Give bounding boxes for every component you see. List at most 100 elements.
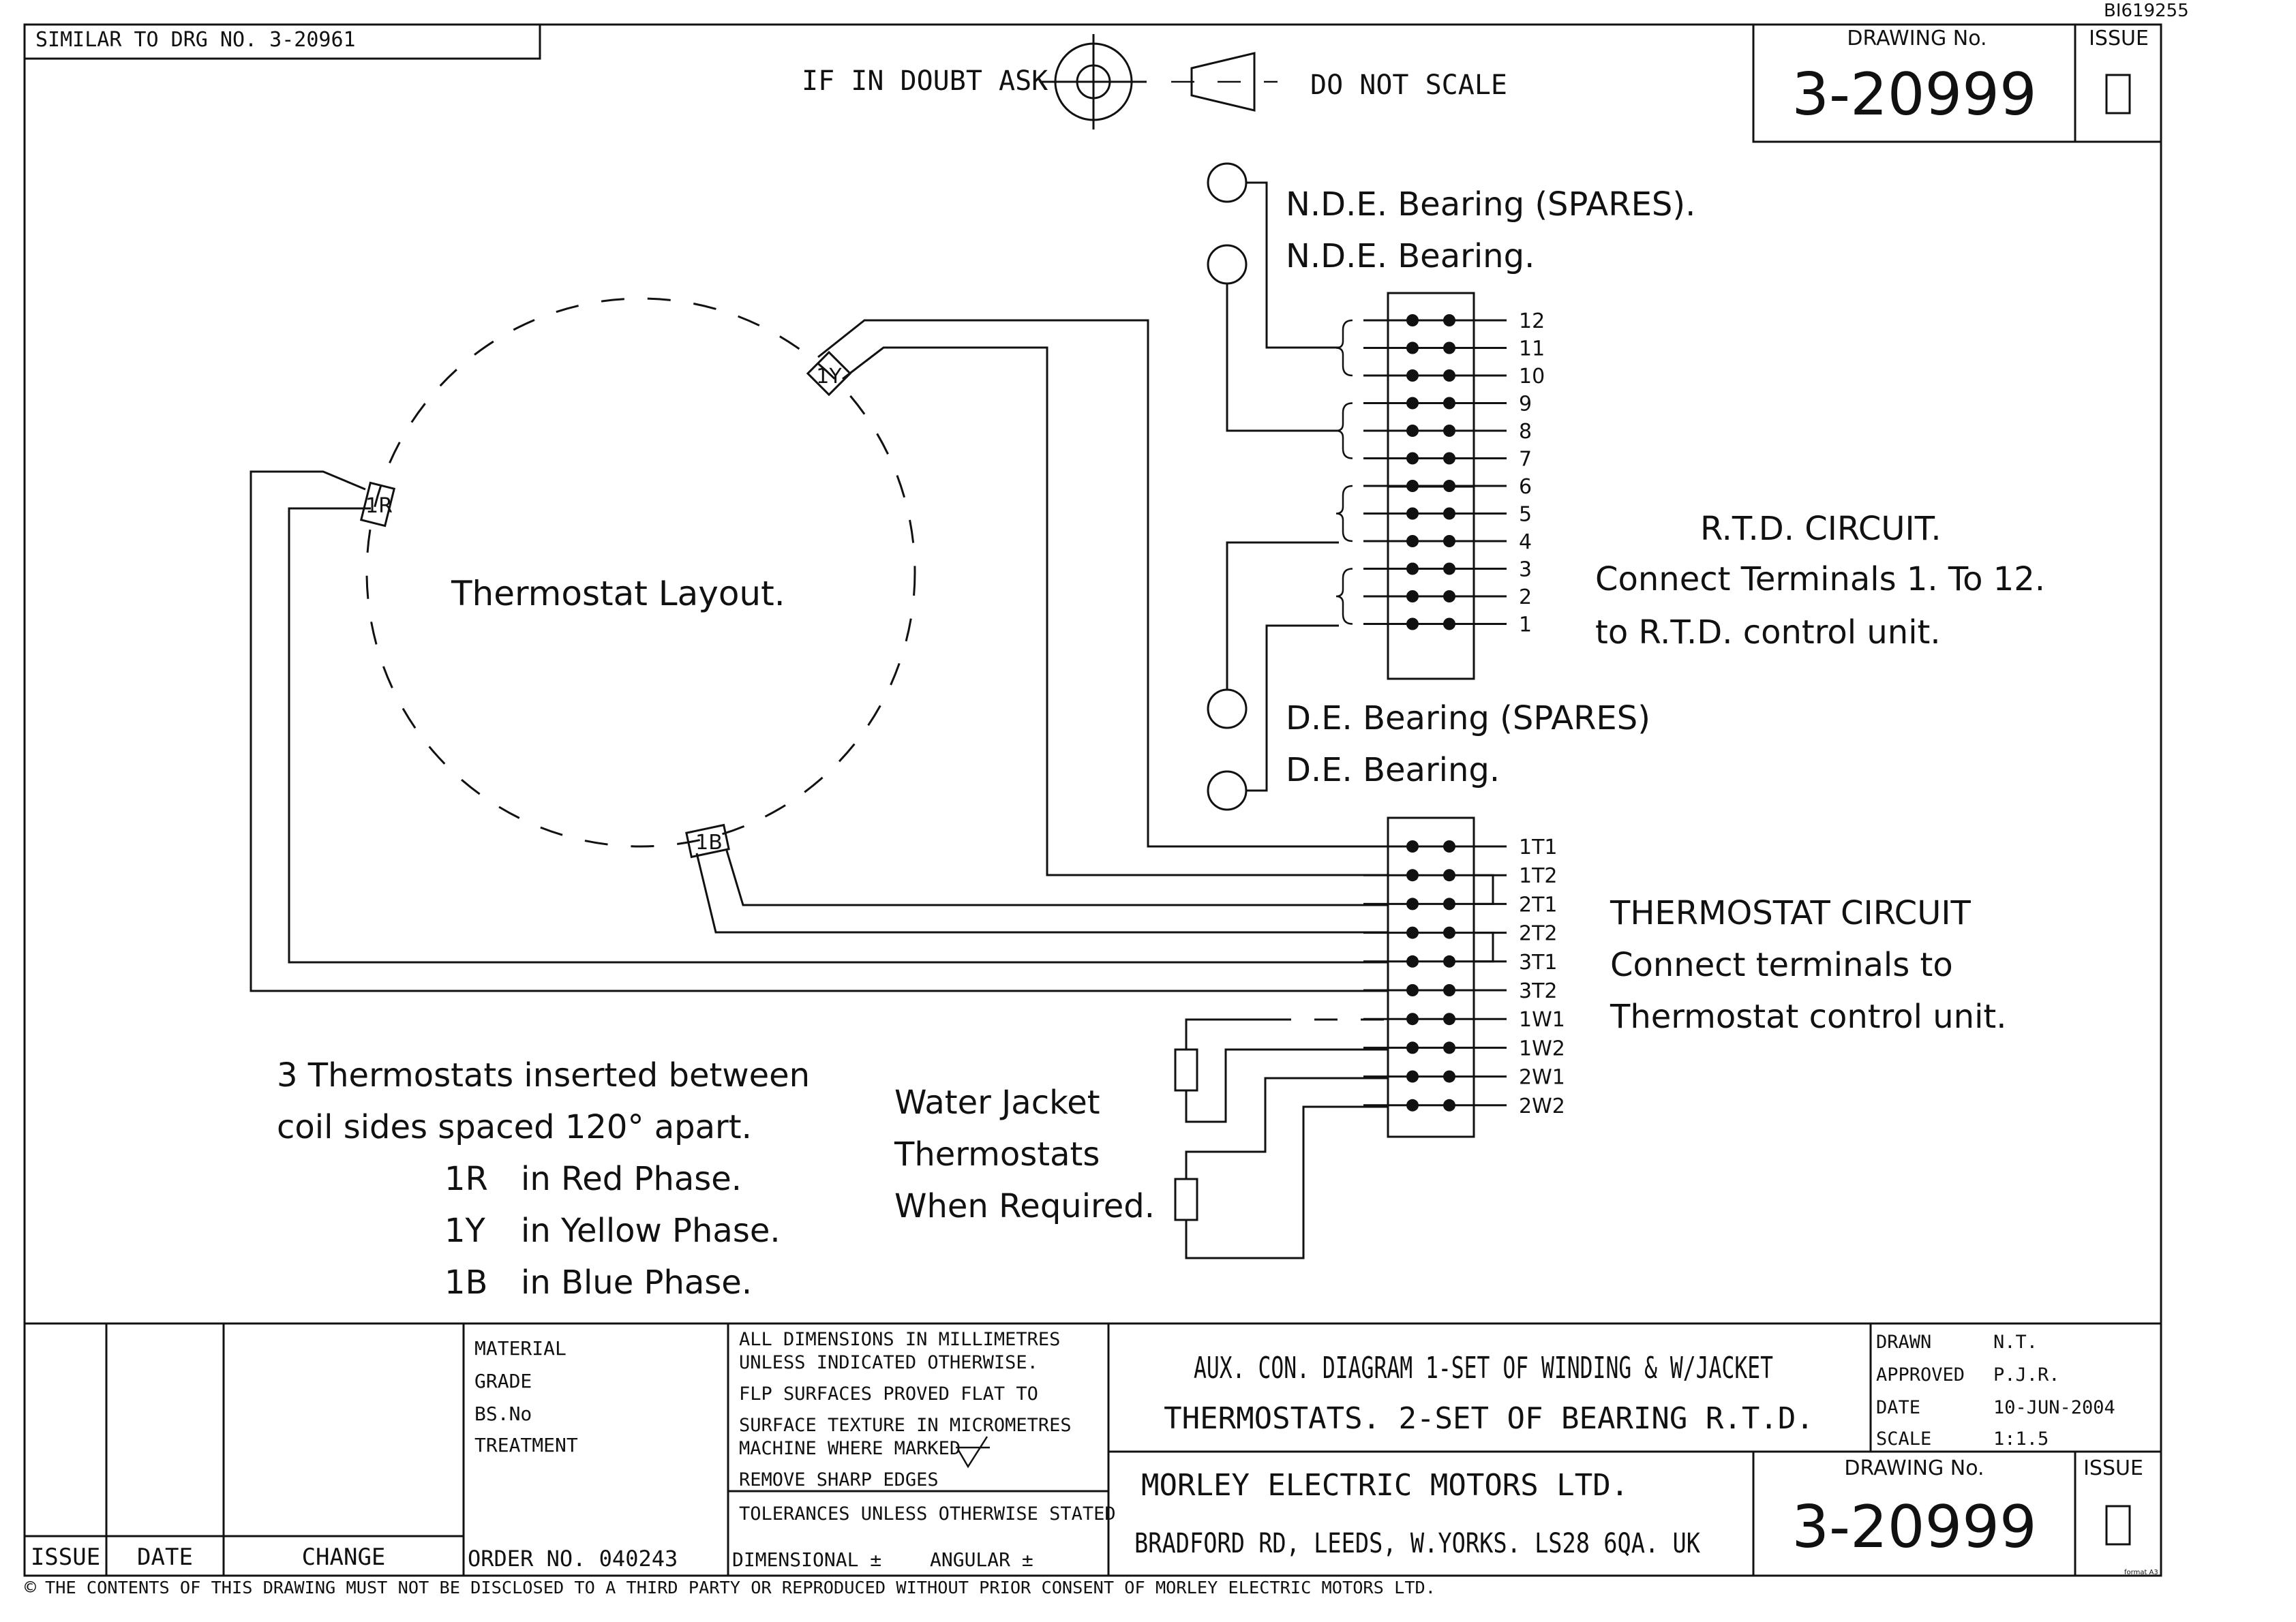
projection-target-icon [1040, 34, 1147, 129]
thermostat-terminal-row: 2T1 [1363, 893, 1558, 917]
rtd-terminal-label: 5 [1519, 503, 1532, 527]
drawn-label: DRAWN [1876, 1332, 1931, 1353]
terminal-dot [1406, 341, 1419, 354]
wj-line3: When Required. [894, 1187, 1155, 1225]
rtd-terminal-label: 3 [1519, 558, 1532, 582]
svg-text:1Y: 1Y [816, 365, 842, 388]
thermostat-layout-label: Thermostat Layout. [451, 574, 785, 613]
terminal-dot [1443, 341, 1455, 354]
thermostat-terminal-row: 3T2 [1363, 979, 1558, 1003]
rtd-terminal-label: 8 [1519, 420, 1532, 444]
title-block [25, 1322, 2161, 1576]
thermostat-tag-1r: 1R [359, 481, 396, 527]
thermostat-terminal-label: 3T1 [1519, 951, 1558, 975]
terminal-dot [1443, 617, 1455, 630]
rtd-terminal-row: 10 [1363, 365, 1545, 388]
company-name: MORLEY ELECTRIC MOTORS LTD. [1141, 1468, 1629, 1503]
nde-spares-sensor-icon [1207, 162, 1248, 203]
note-line2: coil sides spaced 120° apart. [277, 1108, 752, 1146]
wj-line2: Thermostats [894, 1135, 1100, 1174]
rtd-line1: Connect Terminals 1. To 12. [1595, 560, 2045, 598]
rtd-terminal-row: 7 [1363, 448, 1532, 472]
nde-sensor-icon [1207, 244, 1248, 285]
terminal-dot [1406, 562, 1419, 575]
thermostat-tag-1y: 1Y [806, 350, 852, 397]
de-sensor-icon [1207, 770, 1248, 811]
issue-label-bottom: ISSUE [2083, 1456, 2143, 1480]
terminal-dot [1406, 369, 1419, 382]
drawing-no-bottom: 3-20999 [1792, 1493, 2036, 1561]
rtd-terminal-row: 2 [1363, 585, 1532, 609]
svg-text:1R: 1R [365, 494, 393, 518]
rtd-terminal-label: 12 [1519, 309, 1545, 333]
rtd-terminal-label: 1 [1519, 613, 1532, 637]
thermostat-terminal-row: 1W1 [1363, 1008, 1565, 1032]
angular-text: ANGULAR ± [930, 1548, 1033, 1571]
rtd-title: R.T.D. CIRCUIT. [1700, 510, 1942, 548]
terminal-dot [1406, 452, 1419, 465]
terminal-dot [1443, 480, 1455, 492]
similar-to-text: SIMILAR TO DRG NO. 3-20961 [35, 28, 356, 52]
terminal-dot [1406, 535, 1419, 547]
drawing-no-label-bottom: DRAWING No. [1844, 1456, 1984, 1480]
drawing-no: 3-20999 [1792, 61, 2036, 129]
terminal-dot [1443, 926, 1455, 939]
machine-text: MACHINE WHERE MARKED [739, 1438, 961, 1459]
thermostat-terminal-row: 1T2 [1363, 864, 1558, 888]
water-jacket-thermostat-2-icon [1174, 1178, 1198, 1221]
scale-value: 1:1.5 [1993, 1428, 2049, 1450]
issue-box [2105, 74, 2131, 114]
thermostat-terminal-label: 3T2 [1519, 979, 1558, 1003]
rtd-line2: to R.T.D. control unit. [1595, 613, 1941, 652]
terminal-dot [1406, 869, 1419, 882]
terminal-dot [1443, 955, 1455, 968]
terminal-dot [1406, 1013, 1419, 1026]
approved-label: APPROVED [1876, 1364, 1965, 1386]
thermostat-terminal-label: 2T1 [1519, 893, 1558, 917]
rtd-terminal-row: 1 [1363, 613, 1532, 637]
rtd-terminal-label: 2 [1519, 585, 1532, 609]
terminal-dot [1406, 955, 1419, 968]
terminal-dot [1406, 840, 1419, 853]
order-no: ORDER NO. 040243 [468, 1546, 678, 1572]
note-1r-tag: 1R [444, 1160, 488, 1198]
terminal-dot [1443, 1041, 1455, 1054]
thermostat-layout-circle [365, 297, 916, 848]
note-1b: in Blue Phase. [521, 1264, 752, 1302]
jumper-link [1474, 932, 1494, 963]
jumper-link [1474, 874, 1494, 905]
rtd-terminal-label: 6 [1519, 475, 1532, 499]
grade-label: GRADE [474, 1370, 532, 1392]
date-value: 10-JUN-2004 [1993, 1397, 2115, 1418]
rtd-terminal-label: 4 [1519, 530, 1532, 554]
thermostat-terminal-row: 2W1 [1363, 1066, 1565, 1090]
issue-box-bottom [2105, 1505, 2131, 1546]
terminal-dot [1443, 590, 1455, 602]
similar-to-box [23, 23, 541, 60]
thermostat-terminal-row: 2W2 [1363, 1095, 1565, 1118]
rtd-terminal-label: 9 [1519, 393, 1532, 416]
note-1y: in Yellow Phase. [521, 1212, 781, 1250]
dimensional-text: DIMENSIONAL ± [732, 1548, 881, 1571]
issue-label: ISSUE [2089, 27, 2149, 50]
terminal-dot [1443, 535, 1455, 547]
nde-spares-label: N.D.E. Bearing (SPARES). [1286, 185, 1695, 224]
terminal-dot [1406, 1099, 1419, 1112]
terminal-dot [1406, 926, 1419, 939]
change-col: CHANGE [302, 1544, 386, 1571]
terminal-dot [1443, 425, 1455, 437]
terminal-dot [1406, 480, 1419, 492]
thermostat-terminal-label: 2T2 [1519, 922, 1558, 946]
rtd-terminal-row: 8 [1363, 420, 1532, 444]
company-address: BRADFORD RD, LEEDS, W.YORKS. LS28 6QA. U… [1134, 1528, 1700, 1559]
terminal-dot [1443, 869, 1455, 882]
thermostat-terminal-row: 3T1 [1363, 951, 1558, 975]
drawing-no-label: DRAWING No. [1847, 27, 1987, 50]
terminal-dot [1406, 397, 1419, 410]
drawn-value: N.T. [1993, 1332, 2038, 1353]
thermo-line2: Thermostat control unit. [1610, 998, 2007, 1036]
dims-line1: ALL DIMENSIONS IN MILLIMETRES [739, 1329, 1060, 1350]
noscale-text: DO NOT SCALE [1310, 70, 1507, 101]
brace-icon [1335, 568, 1353, 625]
